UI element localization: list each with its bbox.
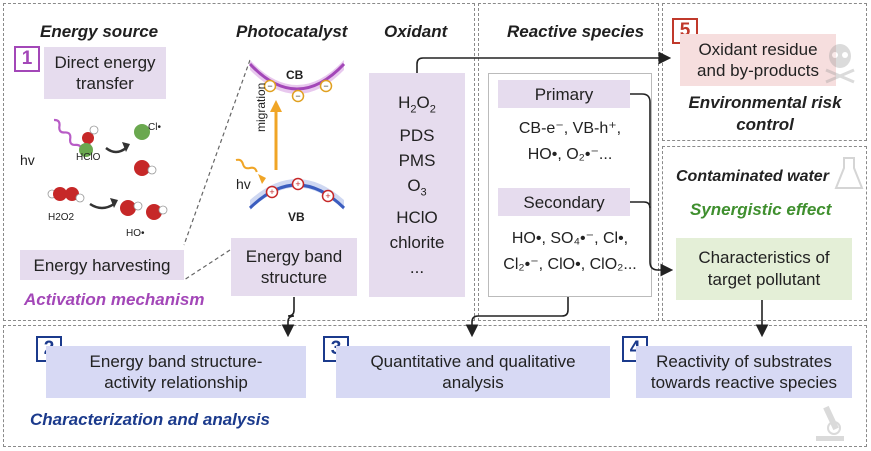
step-5-number: 5 bbox=[679, 20, 691, 41]
reactive-species-bg bbox=[488, 73, 652, 297]
header-reactive-species: Reactive species bbox=[507, 22, 645, 41]
water-flask-icon bbox=[834, 157, 864, 189]
substrate-reactivity-box: Reactivity of substrates towards reactiv… bbox=[636, 346, 852, 398]
oxidant-residue-box: Oxidant residue and by-products bbox=[680, 34, 836, 86]
contaminated-water-title: Contaminated water bbox=[676, 168, 829, 185]
band-structure-line2: structure bbox=[260, 268, 328, 287]
step-1-badge: 1 bbox=[14, 46, 40, 72]
skull-crossbones-icon bbox=[825, 44, 855, 84]
band-activity-relationship-box: Energy band structure- activity relation… bbox=[46, 346, 306, 398]
cb-label: CB bbox=[286, 68, 304, 82]
svg-text:+: + bbox=[295, 179, 300, 189]
quantitative-analysis-box: Quantitative and qualitative analysis bbox=[336, 346, 610, 398]
pollutant-line2: target pollutant bbox=[707, 270, 821, 289]
step-3-number: 3 bbox=[331, 338, 342, 360]
primary-line2: HO•, O₂•⁻... bbox=[527, 146, 613, 163]
svg-text:+: + bbox=[325, 191, 330, 201]
pollutant-line1: Characteristics of bbox=[698, 248, 830, 267]
secondary-label-box: Secondary bbox=[498, 188, 630, 216]
hclo-label: HClO bbox=[76, 152, 101, 163]
b2-line2: activity relationship bbox=[104, 373, 248, 392]
b4-line1: Reactivity of substrates bbox=[656, 352, 832, 371]
panel-activation bbox=[3, 3, 475, 321]
synergistic-effect-caption: Synergistic effect bbox=[690, 200, 832, 219]
energy-harvesting-box: Energy harvesting bbox=[20, 250, 184, 280]
cl-radical-label: Cl• bbox=[148, 122, 161, 133]
characterization-caption: Characterization and analysis bbox=[30, 410, 270, 429]
residue-line2: and by-products bbox=[697, 61, 819, 80]
header-energy-source: Energy source bbox=[40, 22, 159, 41]
primary-species-text: CB-e⁻, VB-h⁺, HO•, O₂•⁻... bbox=[490, 116, 650, 168]
band-diagram: − − − + + + bbox=[235, 60, 346, 210]
hv-label-photocatalyst: hv bbox=[236, 176, 251, 192]
vb-label: VB bbox=[288, 210, 305, 224]
oxidant-chlorite: chlorite bbox=[389, 232, 445, 252]
oxidant-more: ... bbox=[409, 257, 425, 277]
direct-energy-line2: transfer bbox=[76, 74, 134, 93]
risk-line2: control bbox=[736, 115, 794, 134]
oxidant-list-box: H2O2 PDS PMS O3 HClO chlorite ... bbox=[369, 73, 465, 297]
step-4-number: 4 bbox=[629, 338, 641, 359]
oxidant-h2o2: H2O2 bbox=[398, 93, 436, 116]
oxidant-o3: O3 bbox=[407, 175, 427, 198]
oxidant-hclo: HClO bbox=[396, 207, 438, 227]
h2o2-label: H2O2 bbox=[48, 212, 75, 223]
step-1-number: 1 bbox=[21, 48, 33, 69]
primary-label-box: Primary bbox=[498, 80, 630, 108]
oxidant-pms: PMS bbox=[398, 150, 436, 170]
energy-band-structure-box: Energy band structure bbox=[231, 238, 357, 296]
migration-label: migration bbox=[254, 82, 268, 132]
secondary-line2: Cl₂•⁻, ClO•, ClO₂... bbox=[503, 256, 637, 273]
b3-line2: analysis bbox=[442, 373, 504, 392]
svg-text:+: + bbox=[269, 187, 274, 197]
risk-line1: Environmental risk bbox=[688, 93, 842, 112]
svg-text:−: − bbox=[323, 81, 328, 91]
target-pollutant-box: Characteristics of target pollutant bbox=[676, 238, 852, 300]
header-photocatalyst: Photocatalyst bbox=[236, 22, 348, 41]
primary-line1: CB-e⁻, VB-h⁺, bbox=[518, 120, 622, 137]
direct-energy-line1: Direct energy bbox=[54, 53, 156, 72]
panel-characterization bbox=[3, 325, 867, 447]
residue-line1: Oxidant residue bbox=[698, 40, 818, 59]
secondary-line1: HO•, SO₄•⁻, Cl•, bbox=[511, 230, 629, 247]
microscope-icon bbox=[816, 405, 844, 441]
b3-line1: Quantitative and qualitative bbox=[370, 352, 576, 371]
direct-energy-transfer-box: Direct energy transfer bbox=[44, 47, 166, 99]
header-oxidant: Oxidant bbox=[384, 22, 448, 41]
hv-label-energy: hv bbox=[20, 152, 35, 168]
band-structure-line1: Energy band bbox=[245, 247, 343, 266]
environmental-risk-caption: Environmental risk control bbox=[670, 92, 860, 136]
oxidant-pds: PDS bbox=[399, 125, 435, 145]
svg-text:−: − bbox=[267, 81, 272, 91]
activation-mechanism-caption: Activation mechanism bbox=[24, 290, 205, 309]
ho-radical-label: HO• bbox=[126, 228, 145, 239]
svg-text:−: − bbox=[295, 91, 300, 101]
secondary-species-text: HO•, SO₄•⁻, Cl•, Cl₂•⁻, ClO•, ClO₂... bbox=[490, 226, 650, 278]
b2-line1: Energy band structure- bbox=[89, 352, 263, 371]
b4-line2: towards reactive species bbox=[650, 373, 838, 392]
molecule-illustration bbox=[47, 118, 168, 220]
